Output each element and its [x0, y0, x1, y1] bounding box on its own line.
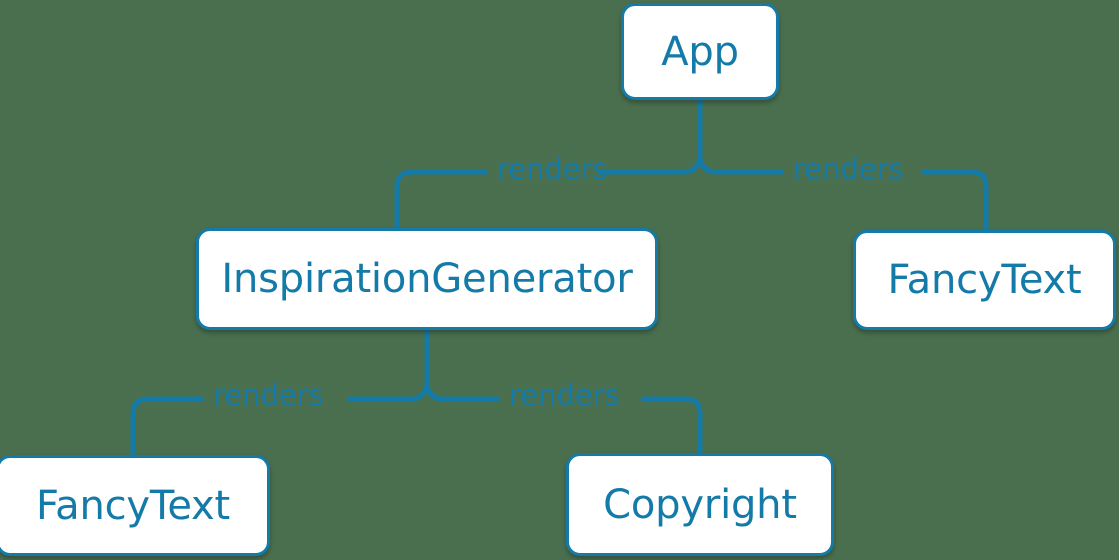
edge-label-inspirationgenerator-to-fancytext: renders — [213, 378, 324, 412]
edge-app-to-fancytext-horizontal — [922, 169, 989, 230]
node-copyright[interactable]: Copyright — [566, 453, 834, 556]
edge-ig-junction-left — [348, 384, 430, 402]
edge-ig-junction-right — [424, 384, 499, 402]
edge-app-junction-left — [597, 157, 703, 175]
node-inspirationgenerator-label: InspirationGenerator — [221, 256, 633, 302]
node-inspirationgenerator[interactable]: InspirationGenerator — [196, 228, 658, 330]
node-fancytext-right-label: FancyText — [887, 257, 1082, 303]
edge-label-inspirationgenerator-to-copyright: renders — [509, 378, 620, 412]
edge-ig-to-copyright-horizontal — [641, 396, 703, 453]
edge-app-junction-right — [697, 157, 783, 175]
edge-label-app-to-inspirationgenerator: renders — [497, 152, 608, 186]
node-fancytext-left[interactable]: FancyText — [0, 455, 270, 556]
node-fancytext-right[interactable]: FancyText — [853, 230, 1116, 330]
node-app-label: App — [661, 28, 739, 75]
edge-label-app-to-fancytext: renders — [793, 152, 904, 186]
edge-app-to-inspiration-horizontal — [394, 169, 487, 228]
node-fancytext-left-label: FancyText — [36, 482, 230, 529]
node-app[interactable]: App — [621, 3, 779, 100]
node-copyright-label: Copyright — [603, 481, 797, 528]
edge-ig-to-fancytext-horizontal — [130, 396, 203, 455]
